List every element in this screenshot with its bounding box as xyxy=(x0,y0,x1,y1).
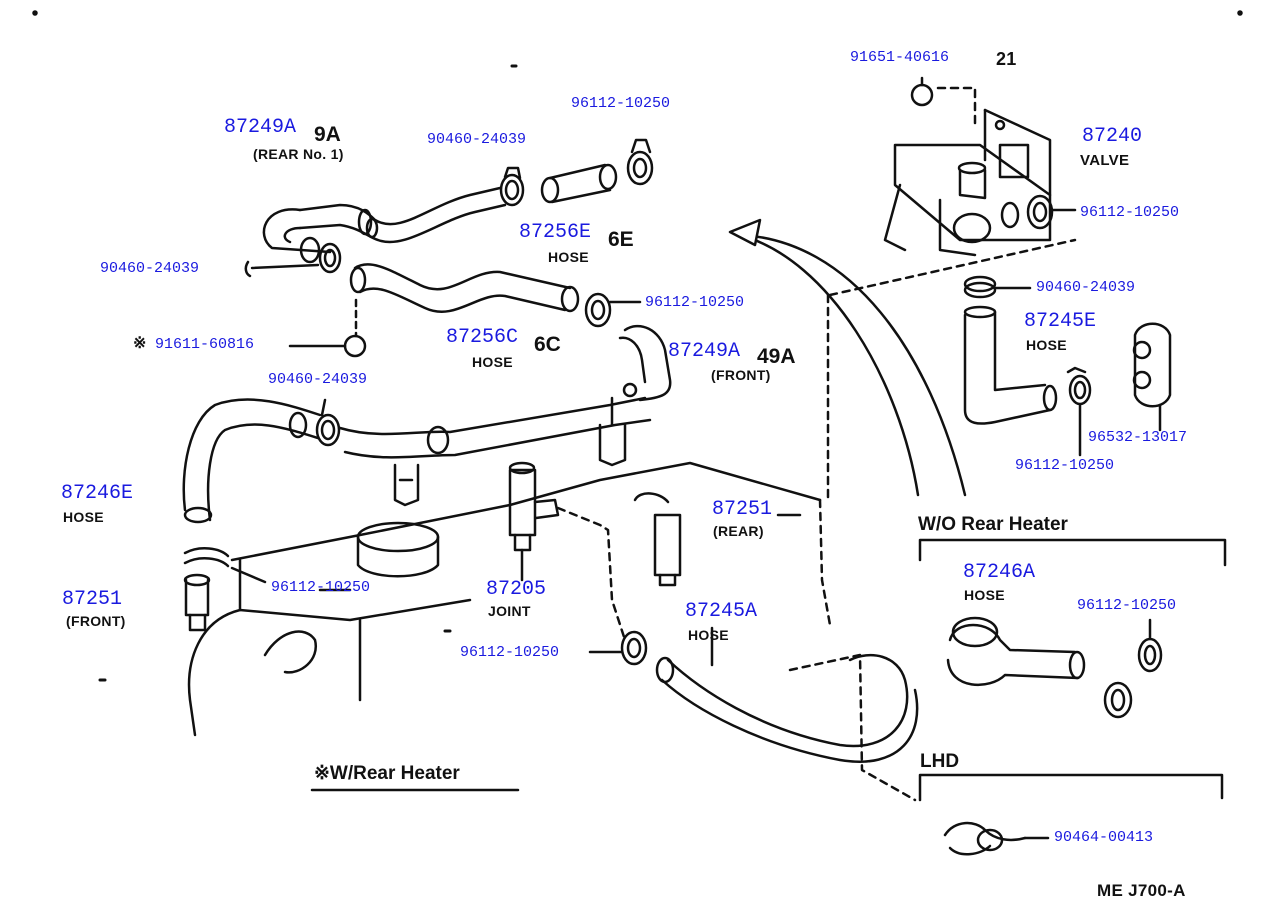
label-96532: 96532-13017 xyxy=(1088,429,1188,446)
label-87249a-rear-ghost: 9A xyxy=(314,123,341,146)
label-87251-front-desc: (FRONT) xyxy=(66,613,126,629)
hose-87245e xyxy=(963,305,1058,425)
label-87246a: 87246A xyxy=(963,561,1036,584)
label-96112-valve: 96112-10250 xyxy=(1080,204,1180,221)
label-90460-left: 90460-24039 xyxy=(100,260,200,277)
label-87245a-desc: HOSE xyxy=(688,627,729,643)
fitting-87251-front xyxy=(183,573,211,632)
label-96112-top: 96112-10250 xyxy=(571,95,671,112)
label-91611-mark: ※ xyxy=(133,335,147,352)
label-96112-bottom: 96112-10250 xyxy=(460,644,560,661)
label-87249a-front: 87249A xyxy=(668,340,741,363)
bolt-91651 xyxy=(910,76,934,107)
engine-block xyxy=(187,461,822,737)
label-87249a-front-ghost: 49A xyxy=(757,345,796,368)
label-87256e: 87256E xyxy=(519,221,592,244)
clamp-90460-left xyxy=(244,236,342,278)
fitting-87251-rear xyxy=(633,492,802,587)
label-87251-rear: 87251 xyxy=(712,498,773,521)
label-87256e-desc: HOSE xyxy=(548,249,589,265)
label-91611: 91611-60816 xyxy=(155,336,255,353)
label-87245a: 87245A xyxy=(685,600,758,623)
label-87256c: 87256C xyxy=(446,326,519,349)
label-87245e-desc: HOSE xyxy=(1026,337,1067,353)
wo-bracket xyxy=(918,538,1227,567)
label-87245e: 87245E xyxy=(1024,310,1097,333)
corner-dot xyxy=(1237,10,1243,16)
grommet-96532 xyxy=(1132,322,1172,432)
section-lhd: LHD xyxy=(920,751,960,772)
clamp-90460-mid xyxy=(315,398,450,455)
clamp-96112-valve xyxy=(1026,194,1077,230)
valve-87240 xyxy=(883,108,1052,257)
clamp-90460-right xyxy=(963,275,1032,299)
label-87249a-front-desc: (FRONT) xyxy=(711,367,771,383)
label-91651-ghost: 21 xyxy=(996,49,1017,69)
hose-87246a xyxy=(946,616,1086,687)
label-87249a-rear-desc: (REAR No. 1) xyxy=(253,146,344,162)
label-87251-rear-desc: (REAR) xyxy=(713,523,764,539)
label-87256c-ghost: 6C xyxy=(534,333,561,356)
clamp-90460-top xyxy=(499,166,525,207)
label-87251-front: 87251 xyxy=(62,588,123,611)
clamp-96112-right xyxy=(1066,366,1092,457)
label-96112-right: 96112-10250 xyxy=(1015,457,1115,474)
label-87205: 87205 xyxy=(486,578,547,601)
label-91651: 91651-40616 xyxy=(850,49,950,66)
joint-87205 xyxy=(508,461,627,642)
label-87205-desc: JOINT xyxy=(488,603,531,619)
hose-87256e xyxy=(540,163,618,204)
corner-dot xyxy=(32,10,38,16)
hose-87249a-rear xyxy=(262,186,507,254)
hose-87249a-front xyxy=(182,324,672,524)
hose-87245a xyxy=(655,626,919,763)
label-87249a-rear: 87249A xyxy=(224,116,297,139)
hose-87256c xyxy=(349,263,580,313)
clamp-96112-wo xyxy=(1103,618,1163,719)
label-90464: 90464-00413 xyxy=(1054,829,1154,846)
clamp-96112-mid xyxy=(584,292,642,328)
label-87256e-ghost: 6E xyxy=(608,228,634,251)
label-96112-mid: 96112-10250 xyxy=(645,294,745,311)
section-w-rear-heater: ※W/Rear Heater xyxy=(314,763,460,784)
section-wo-rear-heater: W/O Rear Heater xyxy=(918,514,1068,535)
label-96112-wo: 96112-10250 xyxy=(1077,597,1177,614)
bolt-91611 xyxy=(288,298,367,358)
lhd-bracket xyxy=(918,773,1224,802)
clip-96112-low xyxy=(183,547,267,584)
clamp-96112-top xyxy=(626,138,654,186)
label-90460-top: 90460-24039 xyxy=(427,131,527,148)
label-87240-desc: VALVE xyxy=(1080,152,1130,169)
label-87246e-desc: HOSE xyxy=(63,509,104,525)
label-87246e: 87246E xyxy=(61,482,134,505)
label-87240: 87240 xyxy=(1082,125,1143,148)
clip-90464 xyxy=(943,821,1050,856)
routing-arrow xyxy=(728,218,967,497)
label-87246a-desc: HOSE xyxy=(964,587,1005,603)
label-90460-mid: 90460-24039 xyxy=(268,371,368,388)
label-87256c-desc: HOSE xyxy=(472,354,513,370)
label-90460-right: 90460-24039 xyxy=(1036,279,1136,296)
label-96112-low: 96112-10250 xyxy=(271,579,371,596)
pipe-brackets xyxy=(393,382,638,507)
diagram-code: ME J700-A xyxy=(1097,881,1186,900)
clamp-96112-bottom xyxy=(588,630,648,666)
